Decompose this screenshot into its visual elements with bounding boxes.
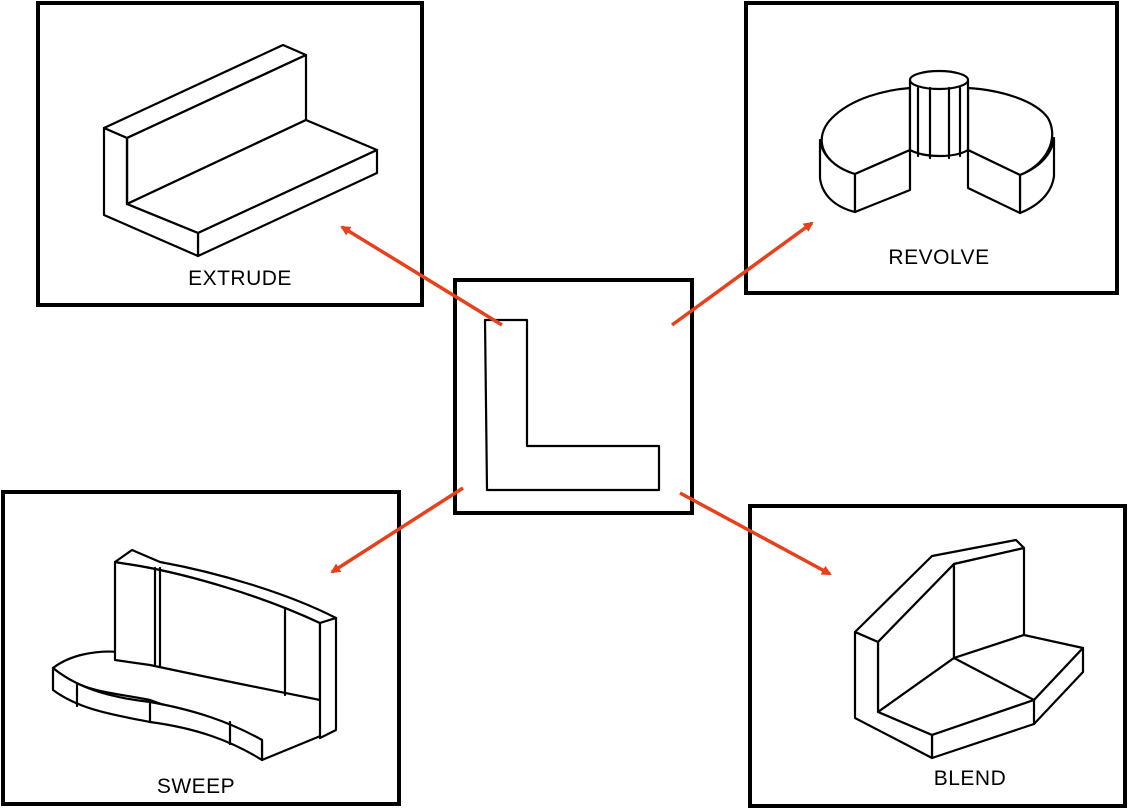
sweep-shape xyxy=(51,548,338,762)
extrude-panel: EXTRUDE xyxy=(36,1,424,307)
profile-panel xyxy=(453,278,694,515)
blend-panel: BLEND xyxy=(748,504,1127,808)
revolve-panel: REVOLVE xyxy=(744,1,1119,295)
blend-shape xyxy=(853,538,1085,760)
revolve-label: REVOLVE xyxy=(888,246,989,269)
sweep-label: SWEEP xyxy=(157,775,235,798)
extrude-shape xyxy=(102,43,379,258)
arrow-to-blend xyxy=(679,491,832,576)
sweep-panel: SWEEP xyxy=(1,490,401,806)
l-profile-shape xyxy=(483,318,661,492)
extrude-label: EXTRUDE xyxy=(188,267,292,290)
arrow-to-sweep xyxy=(330,486,464,574)
arrow-to-extrude xyxy=(340,225,503,327)
revolve-shape xyxy=(818,69,1056,215)
arrow-to-revolve xyxy=(670,221,814,327)
blend-label: BLEND xyxy=(934,767,1007,790)
